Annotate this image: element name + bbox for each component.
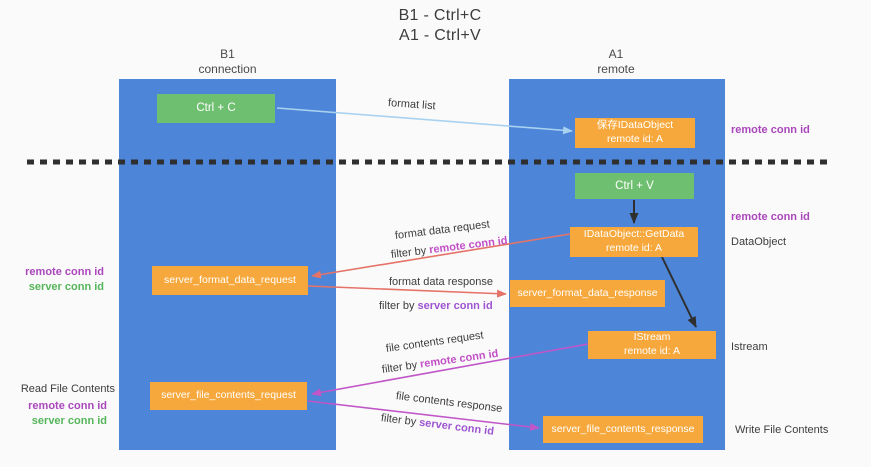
filter-key-remote-conn-id: remote conn id xyxy=(419,347,500,371)
annotation-read-file-contents: Read File Contents xyxy=(20,383,115,395)
node-save-dataobject: 保存IDataObject remote id: A xyxy=(575,118,695,148)
edge-label-file-contents-response-filter: filter by server conn id xyxy=(380,412,494,438)
filter-prefix: filter by xyxy=(379,300,418,312)
node-server-format-data-request: server_format_data_request xyxy=(152,266,308,295)
edge-label-format-data-response-filter: filter by server conn id xyxy=(379,300,493,312)
filter-key-server-conn-id: server conn id xyxy=(417,300,493,312)
server-format-data-response-label: server_format_data_response xyxy=(517,286,658,299)
title-line-1: B1 - Ctrl+C xyxy=(398,7,482,24)
annotation-left-remote-conn-id: remote conn id xyxy=(25,266,104,278)
filter-key-remote-conn-id: remote conn id xyxy=(428,234,509,257)
annotation-write-file-contents: Write File Contents xyxy=(735,424,829,436)
node-server-file-contents-response: server_file_contents_response xyxy=(543,416,703,443)
node-ctrl-c: Ctrl + C xyxy=(157,94,275,123)
node-idataobject-getdata: IDataObject::GetData remote id: A xyxy=(570,227,698,257)
annotation-left-remote-conn-id-2: remote conn id xyxy=(28,400,107,412)
ctrl-c-label: Ctrl + C xyxy=(196,102,236,115)
filter-prefix: filter by xyxy=(380,412,420,429)
diagram-title: B1 - Ctrl+C A1 - Ctrl+V xyxy=(0,6,871,46)
getdata-line2: remote id: A xyxy=(605,242,663,254)
annotation-left-server-conn-id: server conn id xyxy=(28,281,104,293)
server-file-contents-response-label: server_file_contents_response xyxy=(551,422,695,435)
annotation-remote-conn-id-mid: remote conn id xyxy=(731,211,810,223)
annotation-remote-conn-id-top: remote conn id xyxy=(731,124,810,136)
title-line-2: A1 - Ctrl+V xyxy=(399,27,481,44)
save-dataobject-line1: 保存IDataObject xyxy=(596,119,674,132)
save-dataobject-line2: remote id: A xyxy=(606,133,664,145)
server-format-data-request-label: server_format_data_request xyxy=(164,273,296,286)
istream-line2: remote id: A xyxy=(623,345,681,357)
server-file-contents-request-label: server_file_contents_request xyxy=(161,389,296,402)
filter-prefix: filter by xyxy=(390,244,430,261)
lane-header-b1: B1 connection xyxy=(119,47,336,77)
annotation-istream: Istream xyxy=(731,341,768,353)
getdata-line1: IDataObject::GetData xyxy=(583,228,685,241)
filter-prefix: filter by xyxy=(381,358,421,376)
edge-label-file-contents-response: file contents response xyxy=(395,390,503,415)
edge-label-format-data-response: format data response xyxy=(389,276,493,288)
node-istream: IStream remote id: A xyxy=(588,331,716,359)
lane-a1-title: A1 xyxy=(608,47,624,61)
ctrl-v-label: Ctrl + V xyxy=(615,179,654,192)
annotation-dataobject: DataObject xyxy=(731,236,787,248)
filter-key-server-conn-id: server conn id xyxy=(418,416,495,438)
node-ctrl-v: Ctrl + V xyxy=(575,173,694,199)
lane-b1-title: B1 xyxy=(220,47,235,61)
annotation-left-server-conn-id-2: server conn id xyxy=(31,415,107,427)
edge-label-format-list: format list xyxy=(387,97,436,113)
lane-b1-subtitle: connection xyxy=(198,62,257,76)
node-server-file-contents-request: server_file_contents_request xyxy=(150,382,307,410)
lane-header-a1: A1 remote xyxy=(508,47,724,77)
node-server-format-data-response: server_format_data_response xyxy=(510,280,665,307)
istream-line1: IStream xyxy=(633,331,671,344)
lane-a1-subtitle: remote xyxy=(597,62,635,76)
